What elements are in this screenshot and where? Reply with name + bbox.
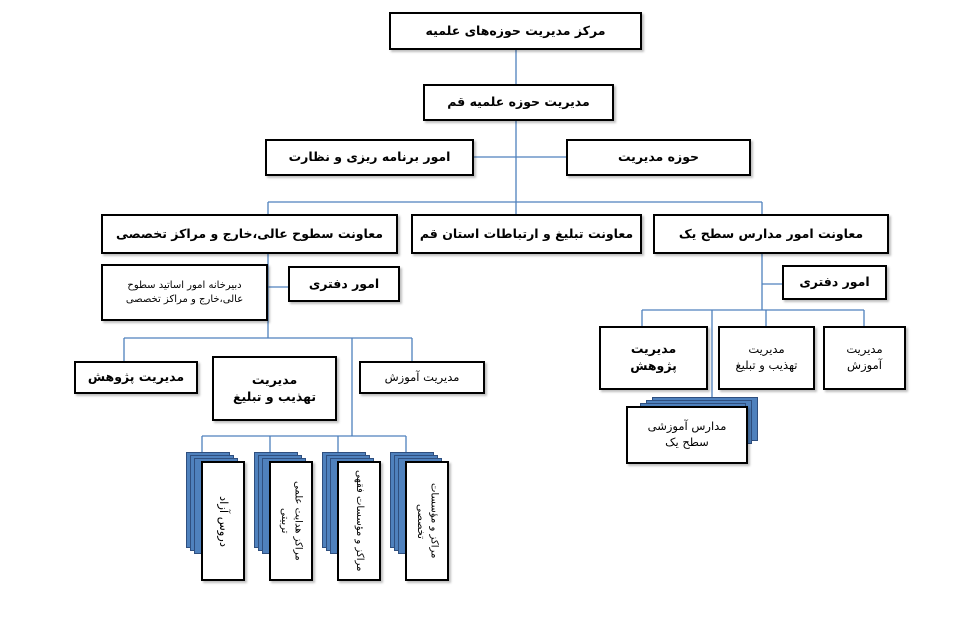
node-professors-secretariat: دبیرخانه امور اساتید سطوح عالی،خارج و مر… — [101, 264, 268, 321]
node-jurisprudence-centers: مراکز و مؤسسات فقهی — [337, 461, 381, 581]
node-center: مرکز مدیریت حوزه‌های علمیه — [389, 12, 642, 50]
node-qom-management: مدیریت حوزه علمیه قم — [423, 84, 614, 121]
node-free-courses: دروس آزاد — [201, 461, 245, 581]
node-office-affairs-right: امور دفتری — [782, 265, 887, 300]
node-level1-educational-schools: مدارس آموزشی سطح یک — [626, 406, 748, 464]
node-level1-schools-deputy: معاونت امور مدارس سطح یک — [653, 214, 889, 254]
node-office-affairs-left: امور دفتری — [288, 266, 400, 302]
node-management-office: حوزه مدیریت — [566, 139, 751, 176]
node-ethics-management-right: مدیریت تهذیب و تبلیغ — [718, 326, 815, 390]
node-education-management-right: مدیریت آموزش — [823, 326, 906, 390]
node-specialized-centers: مراکز و مؤسسات تخصصی — [405, 461, 449, 581]
node-education-management-left: مدیریت آموزش — [359, 361, 485, 394]
node-higher-levels-deputy: معاونت سطوح عالی،خارج و مراکز تخصصی — [101, 214, 398, 254]
node-ethics-management-left: مدیریت تهذیب و تبلیغ — [212, 356, 337, 421]
node-research-management-left: مدیریت پژوهش — [74, 361, 198, 394]
node-planning-supervision: امور برنامه ریزی و نظارت — [265, 139, 474, 176]
node-research-management-right: مدیریت پژوهش — [599, 326, 708, 390]
node-propagation-deputy: معاونت تبلیغ و ارتباطات استان قم — [411, 214, 642, 254]
node-scientific-guidance-centers: مراکز هدایت علمی تربیتی — [269, 461, 313, 581]
